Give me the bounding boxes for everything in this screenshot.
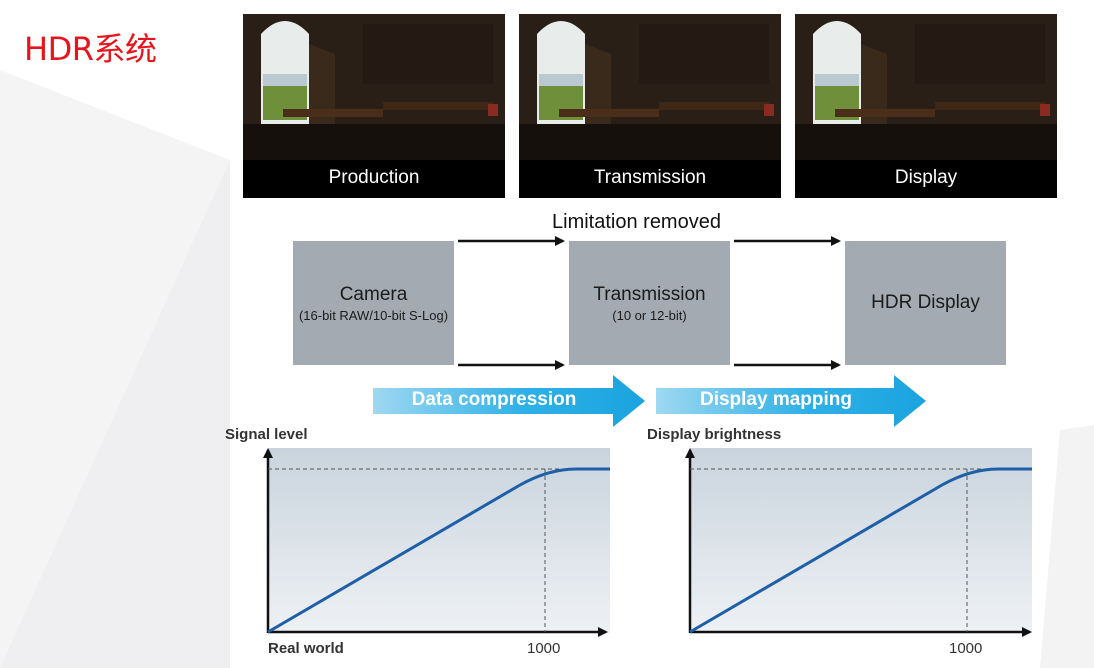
hdr-display-title: HDR Display	[871, 292, 980, 313]
limitation-label: Limitation removed	[552, 211, 721, 233]
transmission-detail: (10 or 12-bit)	[612, 307, 687, 323]
photo-caption: Display	[795, 160, 1057, 198]
production-photo: Production	[243, 14, 505, 198]
chart2-xtick: 1000	[949, 640, 983, 657]
hdr-display-box: HDR Display	[845, 241, 1006, 365]
chart2-ylabel: Display brightness	[647, 426, 782, 443]
chart1-xtick: 1000	[527, 640, 561, 657]
chart1-xlabel: Real world	[268, 640, 344, 657]
camera-title: Camera	[339, 283, 408, 305]
chart1-ylabel: Signal level	[225, 426, 308, 443]
display-photo: Display	[795, 14, 1057, 198]
transmission-photo: Transmission	[519, 14, 781, 198]
restaurant-image	[243, 14, 505, 164]
display-mapping-label: Display mapping	[699, 389, 853, 410]
slide-title: HDR系统	[24, 30, 157, 68]
transmission-title: Transmission	[593, 283, 706, 305]
photo-caption: Transmission	[519, 160, 781, 198]
camera-detail: (16-bit RAW/10-bit S-Log)	[298, 307, 449, 323]
camera-box: Camera (16-bit RAW/10-bit S-Log)	[293, 241, 454, 365]
transmission-box: Transmission (10 or 12-bit)	[569, 241, 730, 365]
restaurant-image	[519, 14, 781, 164]
restaurant-image	[795, 14, 1057, 164]
data-compression-label: Data compression	[411, 389, 577, 410]
photo-caption: Production	[243, 160, 505, 198]
